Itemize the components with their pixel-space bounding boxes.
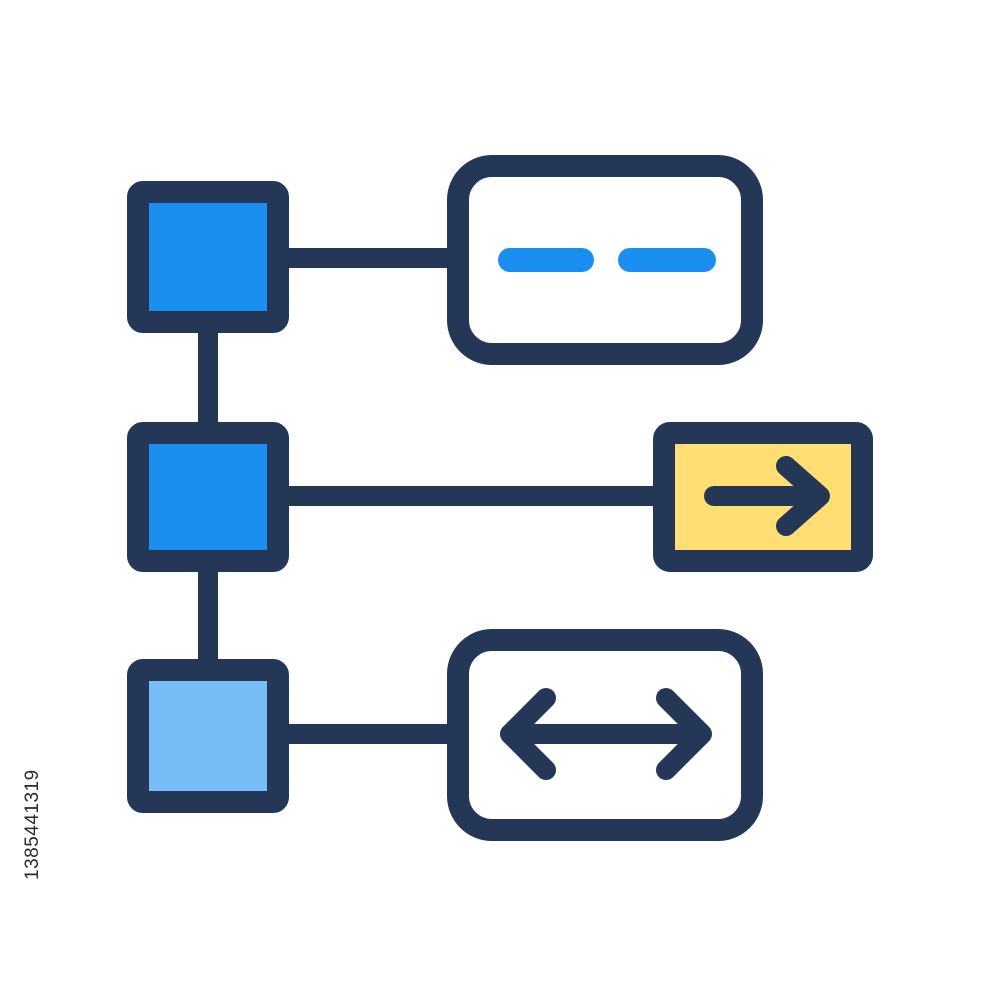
node-square-1 [127,181,289,333]
horizontal-connectors [285,248,658,744]
node-square-2 [127,422,289,572]
box-dash [447,155,763,365]
node-square-3 [127,659,289,813]
nodes [127,181,289,813]
double-arrow-icon [500,688,712,780]
arrow-right-icon [704,456,830,536]
stock-image-id: 1385441319 [22,769,43,880]
